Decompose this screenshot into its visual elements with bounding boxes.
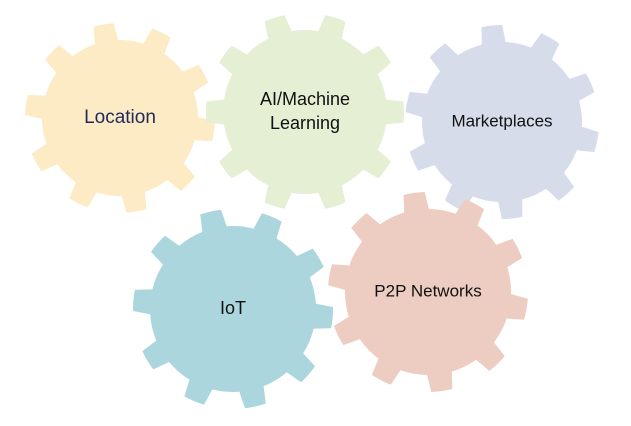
gear-location: Location xyxy=(25,23,215,213)
gear-shape xyxy=(133,209,333,409)
gear-label: P2P Networks xyxy=(374,281,481,300)
gear-label: Marketplaces xyxy=(451,111,552,130)
gear-label: AI/Machine xyxy=(260,89,350,109)
gear-marketplaces: Marketplaces xyxy=(405,24,599,220)
gear-shape xyxy=(405,24,599,220)
gear-iot: IoT xyxy=(133,209,333,409)
gear-shape xyxy=(25,23,215,213)
gear-label: Learning xyxy=(270,113,340,133)
gear-shape xyxy=(328,192,528,392)
gear-p2p: P2P Networks xyxy=(328,192,528,392)
gear-label: IoT xyxy=(220,298,246,318)
gear-label: Location xyxy=(84,107,156,128)
gear-shape xyxy=(205,15,405,209)
